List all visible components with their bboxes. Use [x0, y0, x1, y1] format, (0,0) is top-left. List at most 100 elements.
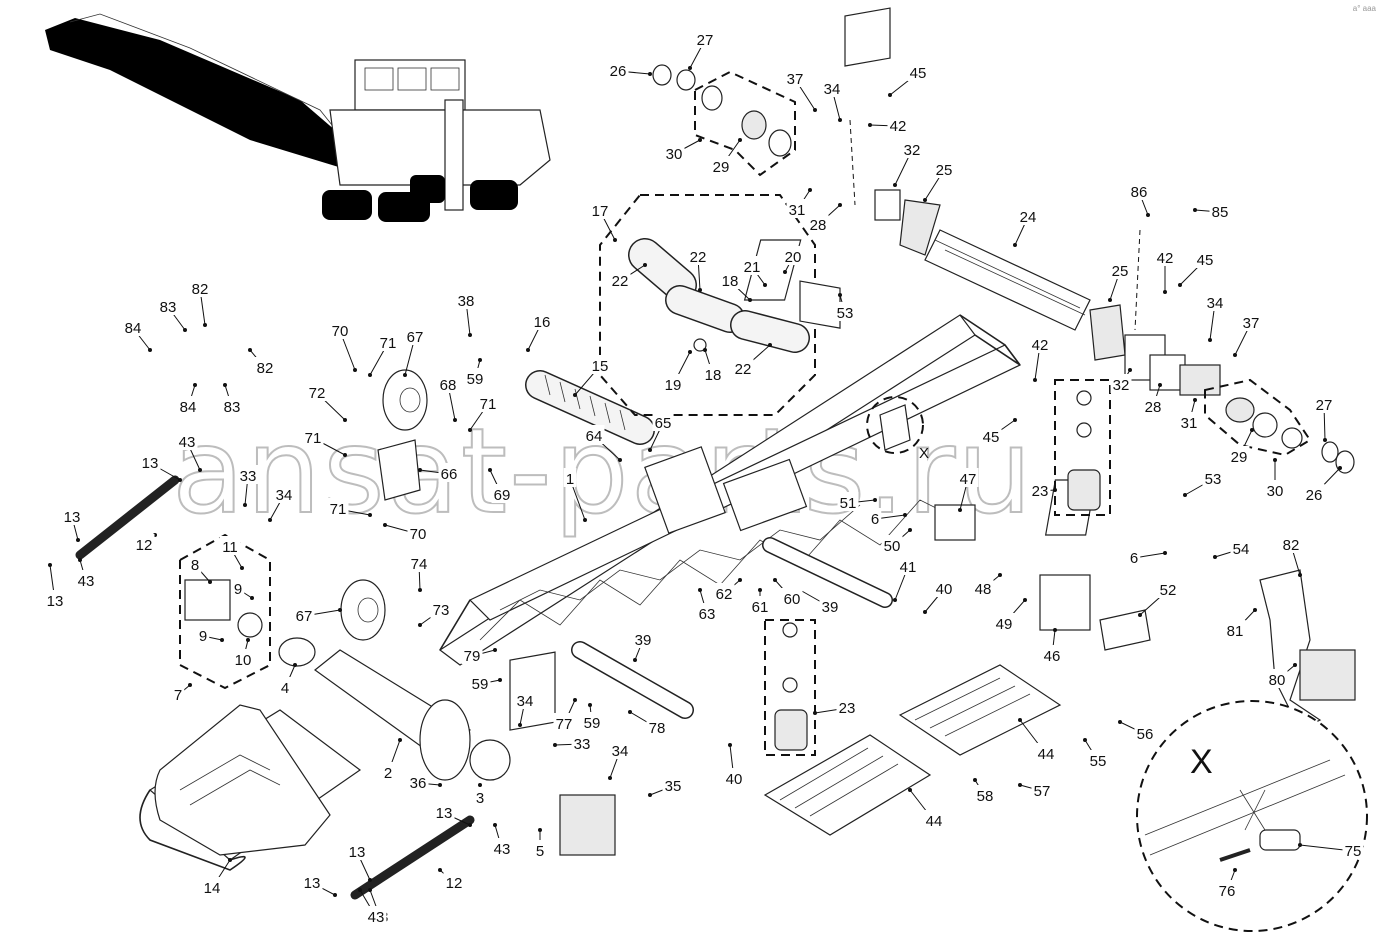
- callout-number: 63: [699, 606, 716, 623]
- callout-number: 13: [304, 875, 321, 892]
- callout-bg: [301, 872, 323, 891]
- leader-dot: [748, 298, 752, 302]
- callout-number: 73: [433, 602, 450, 619]
- leader-dot: [613, 238, 617, 242]
- leader-dot: [1253, 608, 1257, 612]
- callout-bg: [1087, 750, 1109, 769]
- leader-dot: [1298, 843, 1302, 847]
- callout-number: 49: [996, 616, 1013, 633]
- callout-number: 31: [789, 202, 806, 219]
- callout-number: 85: [1212, 204, 1229, 221]
- callout-bg: [933, 159, 955, 178]
- callout-bg: [273, 484, 295, 503]
- callout-number: 13: [436, 805, 453, 822]
- callout-number: 13: [47, 593, 64, 610]
- callout-number: 1: [566, 471, 574, 488]
- callout-bg: [1194, 249, 1216, 268]
- callout-number: 52: [1160, 582, 1177, 599]
- callout-number: 40: [936, 581, 953, 598]
- callout-layer: 1234566789910111212131313131313141516171…: [44, 29, 1364, 926]
- callout-bg: [1031, 780, 1053, 799]
- leader-dot: [738, 578, 742, 582]
- leader-dot: [893, 598, 897, 602]
- callout-bg: [461, 645, 483, 664]
- leader-dot: [418, 468, 422, 472]
- callout-number: 3: [476, 790, 484, 807]
- leader-dot: [888, 93, 892, 97]
- leader-dot: [1293, 663, 1297, 667]
- leader-dot: [368, 373, 372, 377]
- callout-number: 45: [983, 429, 1000, 446]
- callout-bg: [407, 523, 429, 542]
- callout-bg: [1313, 394, 1335, 413]
- leader-dot: [813, 108, 817, 112]
- callout-number: 33: [574, 736, 591, 753]
- leader-dot: [343, 453, 347, 457]
- callout-number: 83: [160, 299, 177, 316]
- callout-bg: [133, 534, 155, 553]
- callout-bg: [881, 535, 903, 554]
- callout-bg: [329, 320, 351, 339]
- leader-dot: [698, 588, 702, 592]
- callout-number: 61: [752, 599, 769, 616]
- callout-number: 24: [1020, 209, 1037, 226]
- callout-number: 17: [592, 203, 609, 220]
- leader-dot: [923, 198, 927, 202]
- callout-bg: [974, 785, 996, 804]
- callout-bg: [662, 775, 684, 794]
- callout-bg: [781, 588, 803, 607]
- callout-number: 4: [281, 680, 289, 697]
- callout-number: 27: [697, 32, 714, 49]
- callout-number: 32: [1113, 377, 1130, 394]
- callout-bg: [1240, 312, 1262, 331]
- leader-dot: [368, 878, 372, 882]
- callout-number: 72: [309, 385, 326, 402]
- callout-number: 23: [839, 700, 856, 717]
- callout-bg: [157, 296, 179, 315]
- callout-bg: [887, 115, 909, 134]
- callout-number: 82: [192, 281, 209, 298]
- leader-dot: [1163, 290, 1167, 294]
- leader-dot: [178, 478, 182, 482]
- callout-bg: [696, 603, 718, 622]
- callout-number: 56: [1137, 726, 1154, 743]
- leader-dot: [343, 418, 347, 422]
- callout-number: 6: [1130, 550, 1138, 567]
- leader-dot: [478, 783, 482, 787]
- callout-number: 10: [235, 652, 252, 669]
- leader-dot: [518, 723, 522, 727]
- callout-number: 67: [296, 608, 313, 625]
- callout-bg: [437, 374, 459, 393]
- leader-dot: [813, 711, 817, 715]
- callout-number: 70: [332, 323, 349, 340]
- leader-dot: [1018, 783, 1022, 787]
- callout-bg: [254, 357, 276, 376]
- leader-dot: [1053, 488, 1057, 492]
- callout-bg: [1342, 840, 1364, 859]
- callout-bg: [834, 302, 856, 321]
- callout-bg: [1017, 206, 1039, 225]
- callout-number: 20: [785, 249, 802, 266]
- leader-dot: [333, 893, 337, 897]
- callout-number: 13: [64, 509, 81, 526]
- leader-dot: [643, 263, 647, 267]
- callout-number: 18: [722, 273, 739, 290]
- callout-bg: [404, 326, 426, 345]
- callout-bg: [365, 906, 387, 925]
- callout-number: 23: [1032, 483, 1049, 500]
- callout-number: 30: [1267, 483, 1284, 500]
- callout-number: 51: [840, 495, 857, 512]
- callout-bg: [1109, 260, 1131, 279]
- leader-dot: [1108, 298, 1112, 302]
- callout-number: 34: [276, 487, 293, 504]
- callout-number: 25: [936, 162, 953, 179]
- damper-group: [764, 619, 816, 756]
- callout-number: 22: [612, 273, 629, 290]
- callout-number: 21: [744, 259, 761, 276]
- callout-bg: [232, 649, 254, 668]
- callout-number: 6: [871, 511, 879, 528]
- callout-bg: [293, 605, 315, 624]
- callout-bg: [1209, 201, 1231, 220]
- leader-dot: [583, 518, 587, 522]
- callout-number: 59: [584, 715, 601, 732]
